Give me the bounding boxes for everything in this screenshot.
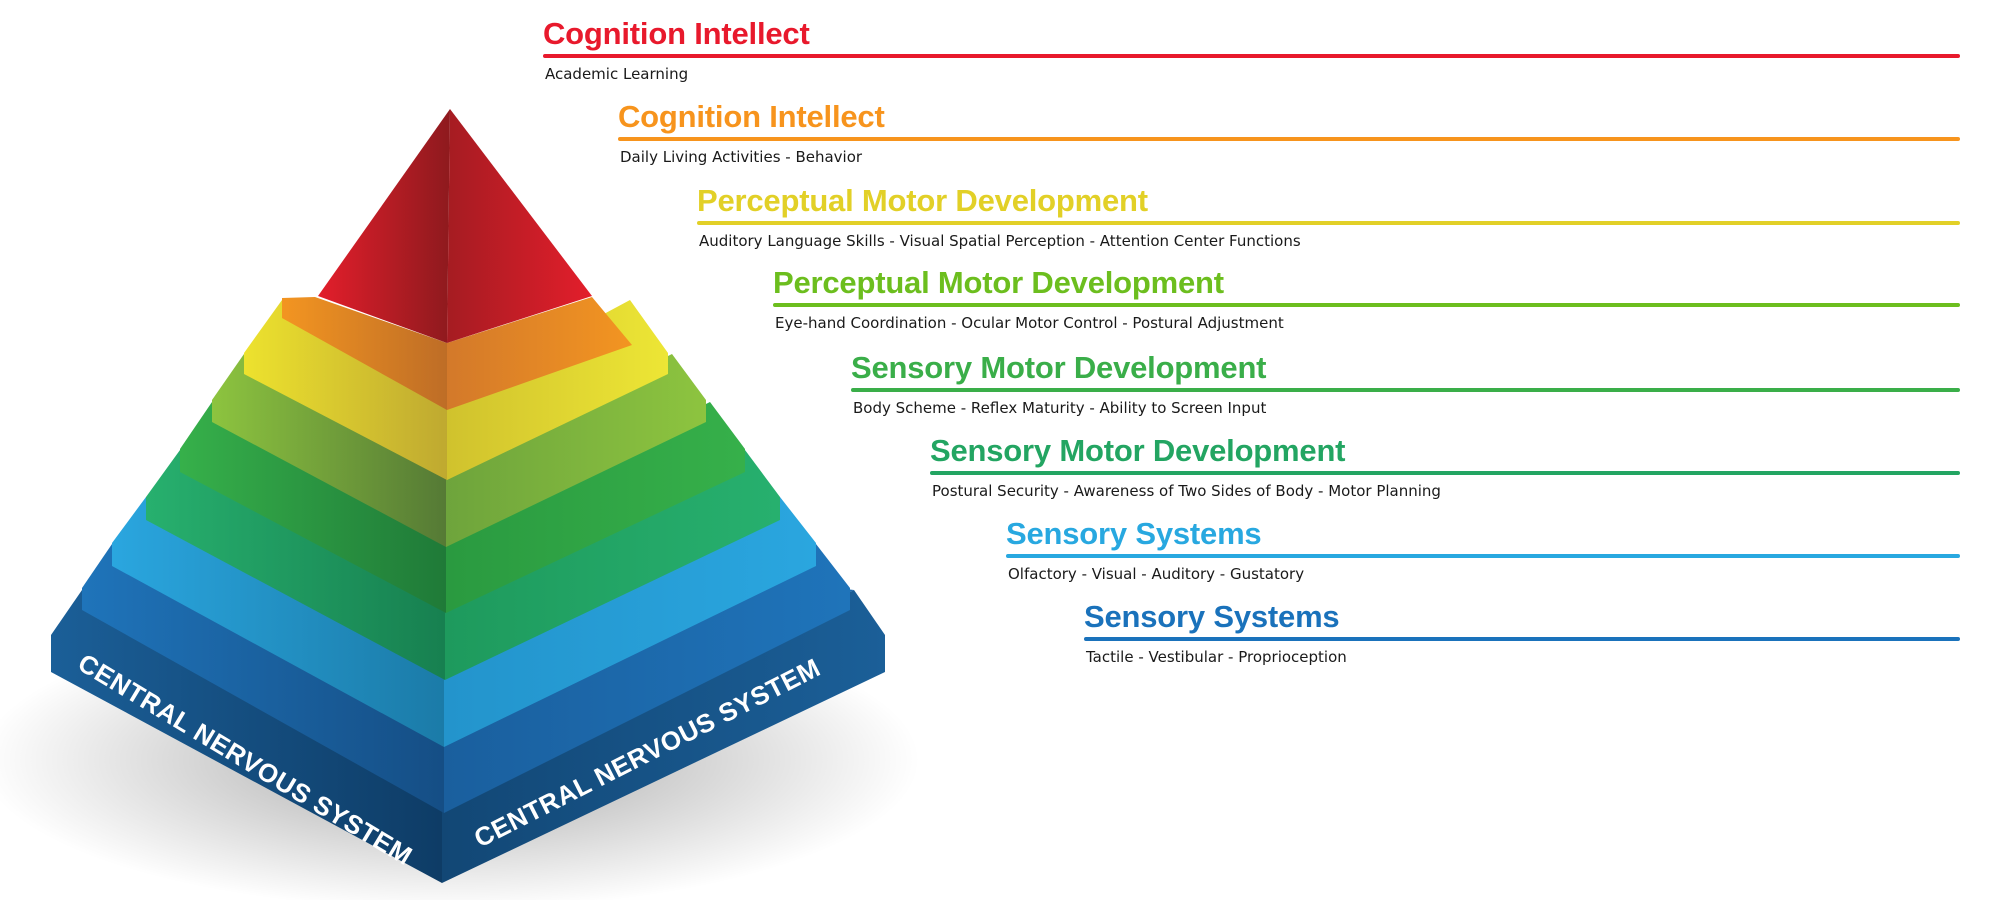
level-title: Sensory Motor Development	[851, 350, 1267, 385]
layer-sensory-motor-1	[180, 402, 745, 613]
level-rule	[697, 221, 1960, 225]
layer-sensory-systems-2	[82, 544, 850, 813]
layer-sensory-systems-1	[112, 497, 816, 747]
level-subtitle: Academic Learning	[545, 65, 689, 83]
level-title: Sensory Systems	[1084, 599, 1340, 634]
level-rule	[543, 54, 1960, 58]
level-subtitle: Tactile - Vestibular - Proprioception	[1086, 648, 1347, 666]
level-subtitle: Postural Security - Awareness of Two Sid…	[932, 482, 1441, 500]
level-label-4: Perceptual Motor Development Eye-hand Co…	[773, 265, 1960, 333]
layer-perceptual-motor-2	[212, 354, 706, 547]
level-title: Cognition Intellect	[618, 99, 885, 134]
level-label-8: Sensory Systems Tactile - Vestibular - P…	[1084, 599, 1960, 667]
pyramid-graphic: CENTRAL NERVOUS SYSTEM CENTRAL NERVOUS S…	[0, 109, 920, 900]
level-title: Sensory Systems	[1006, 516, 1262, 551]
layer-sensory-motor-2	[146, 450, 780, 680]
level-title: Perceptual Motor Development	[697, 183, 1148, 218]
layer-central-nervous-system	[51, 586, 885, 883]
level-subtitle: Olfactory - Visual - Auditory - Gustator…	[1008, 565, 1305, 583]
level-subtitle: Daily Living Activities - Behavior	[620, 148, 863, 166]
level-subtitle: Eye-hand Coordination - Ocular Motor Con…	[775, 314, 1284, 332]
level-title: Perceptual Motor Development	[773, 265, 1224, 300]
level-rule	[930, 471, 1960, 475]
level-label-7: Sensory Systems Olfactory - Visual - Aud…	[1006, 516, 1960, 584]
level-label-3: Perceptual Motor Development Auditory La…	[697, 183, 1960, 251]
layer-cognition-intellect-2	[282, 297, 632, 410]
level-title: Cognition Intellect	[543, 16, 810, 51]
level-title: Sensory Motor Development	[930, 433, 1346, 468]
layer-cognition-intellect-1	[318, 109, 592, 343]
level-label-6: Sensory Motor Development Postural Secur…	[930, 433, 1960, 501]
level-rule	[1006, 554, 1960, 558]
level-label-5: Sensory Motor Development Body Scheme - …	[851, 350, 1960, 418]
level-subtitle: Auditory Language Skills - Visual Spatia…	[699, 232, 1301, 250]
level-label-1: Cognition Intellect Academic Learning	[543, 16, 1960, 84]
level-subtitle: Body Scheme - Reflex Maturity - Ability …	[853, 399, 1267, 417]
level-rule	[1084, 637, 1960, 641]
level-rule	[773, 303, 1960, 307]
level-rule	[618, 137, 1960, 141]
level-rule	[851, 388, 1960, 392]
level-label-2: Cognition Intellect Daily Living Activit…	[618, 99, 1960, 167]
